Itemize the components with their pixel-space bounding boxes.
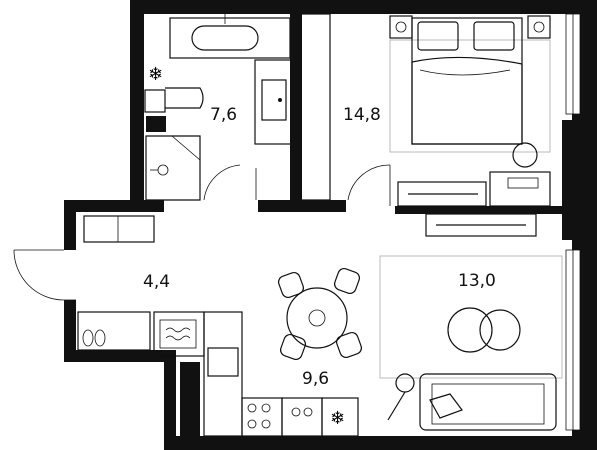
bathroom-area-label: 7,6 xyxy=(210,105,237,125)
kitchen-counter xyxy=(203,311,243,437)
dishwasher xyxy=(281,397,323,437)
fridge xyxy=(321,397,359,437)
snowflake-icon: ❄ xyxy=(330,408,345,429)
chair xyxy=(277,271,305,299)
hallway xyxy=(13,215,205,357)
toilet xyxy=(165,87,204,109)
heater-icon: ❄ xyxy=(148,64,163,85)
tv-cabinet xyxy=(425,213,537,237)
bed xyxy=(411,17,523,145)
wardrobe xyxy=(299,13,331,201)
windows xyxy=(565,13,581,431)
living-rug xyxy=(379,255,563,379)
coffee-table xyxy=(447,307,493,353)
kitchen-sink xyxy=(207,347,239,377)
hallway-area-label: 4,4 xyxy=(143,272,170,292)
stove xyxy=(241,397,283,437)
bedroom xyxy=(299,13,551,207)
pillow xyxy=(473,21,515,51)
sink-cabinet xyxy=(254,59,292,145)
bathroom-door-swing xyxy=(203,164,241,201)
tv-stand xyxy=(397,181,487,207)
desk xyxy=(489,171,551,207)
bedroom-rug xyxy=(389,39,551,153)
living-room xyxy=(379,213,563,431)
chair xyxy=(335,331,363,359)
living-room-area-label: 13,0 xyxy=(458,271,496,291)
shoe-cabinet xyxy=(77,311,151,351)
bedroom-door-swing xyxy=(347,164,391,201)
entrance-door-swing xyxy=(13,249,65,301)
dining-table xyxy=(286,287,348,349)
bathtub-basin xyxy=(191,25,259,51)
bathroom: ❄ xyxy=(144,14,292,201)
bathtub xyxy=(169,17,291,59)
shoe-bench xyxy=(83,215,155,243)
chair xyxy=(279,333,307,361)
kitchen-area-label: 9,6 xyxy=(302,369,329,389)
sofa xyxy=(419,373,557,431)
pillow xyxy=(417,21,459,51)
sink xyxy=(261,79,287,121)
shower xyxy=(145,135,201,201)
desk-chair xyxy=(512,142,538,168)
washing-machine xyxy=(153,311,205,357)
kitchen-dining: ❄ xyxy=(203,267,363,437)
bedroom-area-label: 14,8 xyxy=(343,105,381,125)
floor-lamp xyxy=(395,373,415,393)
chair xyxy=(333,267,361,295)
